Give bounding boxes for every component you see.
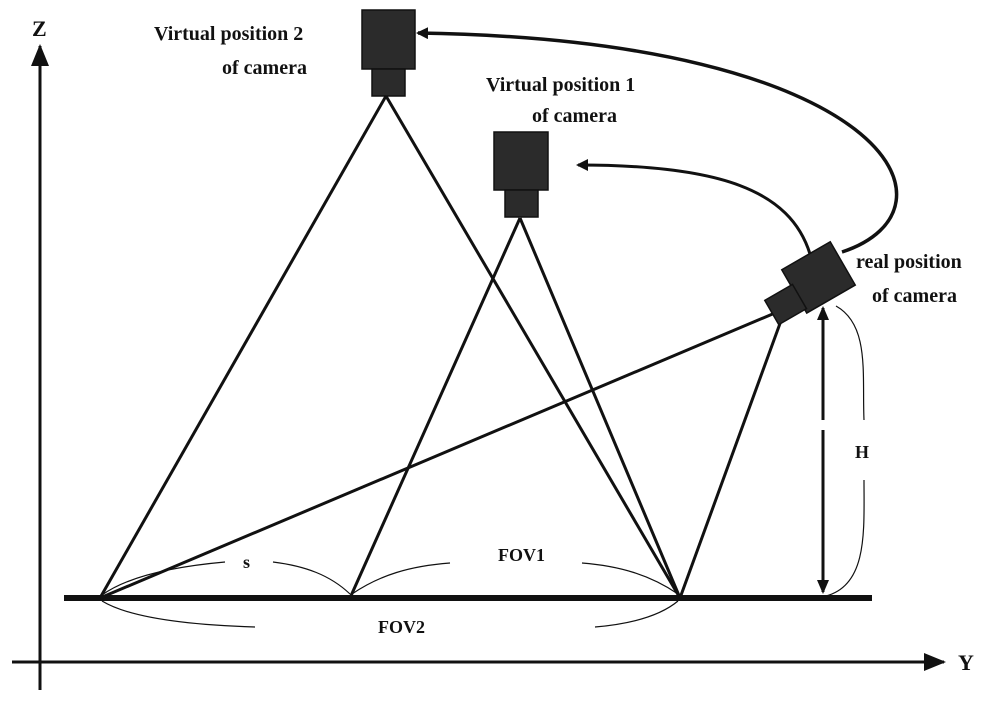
fov2-label: FOV2 bbox=[378, 617, 425, 637]
arrow-to-virtual-1 bbox=[576, 159, 812, 255]
fov1-right-ray bbox=[518, 217, 682, 599]
z-axis-label: Z bbox=[32, 16, 47, 41]
real-right-ray bbox=[678, 317, 784, 599]
virtual-camera-1 bbox=[493, 131, 549, 218]
spacing-label: s bbox=[243, 552, 250, 572]
height-label: H bbox=[855, 442, 869, 462]
height-brace bbox=[825, 305, 865, 597]
fov1-left-ray bbox=[348, 217, 522, 599]
virtual-camera-2 bbox=[361, 9, 416, 97]
real-left-ray bbox=[99, 308, 783, 600]
virtual2-label-line2: of camera bbox=[222, 57, 307, 79]
spacing-arc bbox=[101, 561, 351, 596]
fov1-label: FOV1 bbox=[498, 545, 545, 565]
fov2-arc bbox=[101, 600, 679, 628]
fov2-right-ray bbox=[384, 95, 682, 599]
real-camera bbox=[763, 240, 857, 326]
fov2-left-ray bbox=[98, 95, 388, 599]
virtual1-label-line2: of camera bbox=[532, 105, 617, 127]
y-axis-label: Y bbox=[958, 650, 974, 675]
real-label-line1: real position bbox=[856, 251, 962, 273]
fov1-arc bbox=[351, 562, 679, 595]
virtual2-label-line1: Virtual position 2 bbox=[154, 23, 303, 45]
real-label-line2: of camera bbox=[872, 285, 957, 307]
virtual1-label-line1: Virtual position 1 bbox=[486, 74, 635, 96]
arrow-to-virtual-2 bbox=[416, 27, 899, 254]
